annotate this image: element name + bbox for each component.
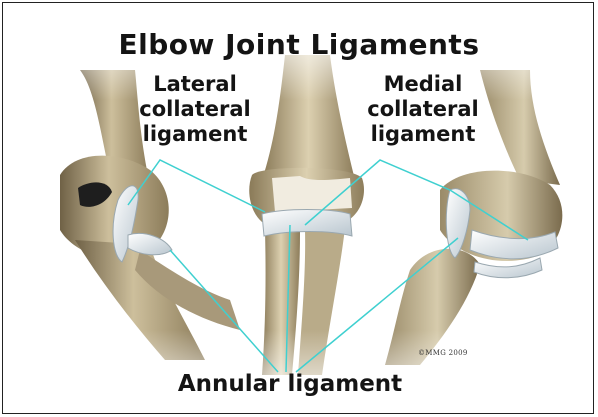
label-line: ligament [120, 122, 270, 147]
label-line: collateral [348, 97, 498, 122]
annular-ligament-label: Annular ligament [160, 372, 420, 397]
medial-collateral-ligament-label: Medial collateral ligament [348, 72, 498, 147]
label-line: Medial [348, 72, 498, 97]
label-line: collateral [120, 97, 270, 122]
copyright-notice: ©MMG 2009 [418, 349, 468, 357]
lateral-collateral-ligament-label: Lateral collateral ligament [120, 72, 270, 147]
label-line: Lateral [120, 72, 270, 97]
diagram-title: Elbow Joint Ligaments [0, 28, 598, 61]
label-line: ligament [348, 122, 498, 147]
